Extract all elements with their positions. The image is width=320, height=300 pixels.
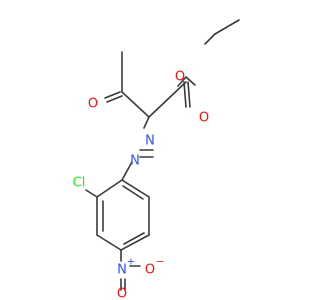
bond [121,91,150,118]
atom-labels: O O O N N Cl N + O O − [73,70,209,300]
bond [96,179,123,198]
charge-minus: − [156,257,164,268]
bond [85,189,98,198]
bond [122,185,144,200]
bond [123,232,145,245]
bond [148,81,187,118]
atom-n-azo-1: N [145,134,155,149]
atom-n-nitro: N [117,263,127,278]
bond [204,33,216,45]
atom-o-nitro-top: O [117,287,127,300]
bond [143,116,150,129]
bond [120,234,150,251]
bond [187,81,191,108]
charge-plus: + [127,257,135,268]
molecule-structure: O O O N N Cl N + O O − [73,19,240,300]
atom-o-ester: O [175,70,185,85]
atom-n-azo-2: N [130,154,140,169]
bonds [85,19,240,291]
atom-o-ketone: O [88,97,98,112]
bond [104,91,121,99]
bond [121,179,150,198]
atom-o-carbonyl-ester: O [199,111,209,126]
bond [214,19,240,35]
atom-o-nitro-right: O [145,263,155,278]
bond [177,76,187,87]
bond [106,95,123,103]
bond [96,234,122,251]
atom-cl: Cl [73,176,86,191]
bond [183,81,187,108]
bond [121,161,133,181]
bond [185,76,196,86]
